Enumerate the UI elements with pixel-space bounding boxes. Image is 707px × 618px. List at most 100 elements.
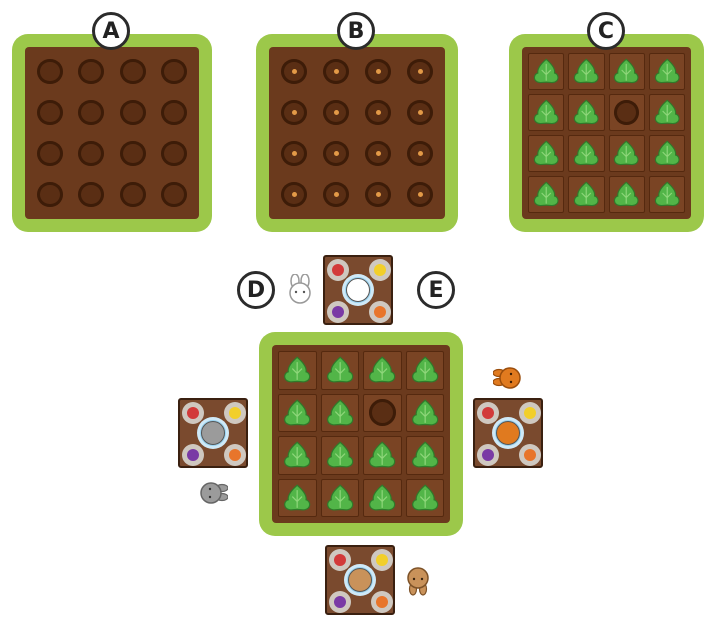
board-c-planted xyxy=(509,34,704,232)
lettuce-cell xyxy=(609,135,645,172)
hole-icon xyxy=(614,100,639,126)
seeded-hole-icon xyxy=(365,182,392,208)
card-slot xyxy=(224,402,246,424)
lettuce-icon xyxy=(324,439,356,471)
soil-cell xyxy=(31,53,69,90)
lettuce-icon xyxy=(652,97,682,128)
label-a: A xyxy=(92,12,130,50)
seeded-hole-icon xyxy=(281,59,308,85)
card-slot xyxy=(477,444,499,466)
lettuce-icon xyxy=(571,97,601,128)
hole-icon xyxy=(369,399,396,426)
lettuce-icon xyxy=(366,439,398,471)
hole-icon xyxy=(120,182,146,208)
board-a-empty xyxy=(12,34,212,232)
seeded-hole-icon xyxy=(365,100,392,126)
carrot-icon xyxy=(524,449,536,461)
seeded-hole-icon xyxy=(323,100,350,126)
lettuce-cell xyxy=(609,176,645,213)
lettuce-cell xyxy=(649,94,685,131)
lettuce-cell xyxy=(528,94,564,131)
lettuce-icon xyxy=(531,179,561,210)
radish-icon xyxy=(332,264,344,276)
lettuce-icon xyxy=(409,439,441,471)
main-game-board xyxy=(259,332,463,536)
gray-rabbit-icon xyxy=(201,421,225,445)
soil-cell xyxy=(317,94,355,131)
lettuce-cell xyxy=(321,394,360,433)
hole-icon xyxy=(161,141,187,167)
card-slot xyxy=(369,301,391,323)
white-rabbit-icon xyxy=(346,278,370,302)
player-card-white xyxy=(323,255,393,325)
seeded-hole-icon xyxy=(365,141,392,167)
label-b: B xyxy=(337,12,375,50)
hole-icon xyxy=(120,141,146,167)
soil-cell xyxy=(359,176,397,213)
tan-rabbit-icon xyxy=(348,568,372,592)
empty-hole-cell xyxy=(609,94,645,131)
lettuce-cell xyxy=(321,436,360,475)
lettuce-cell xyxy=(321,479,360,518)
seeded-hole-icon xyxy=(281,100,308,126)
hole-icon xyxy=(120,59,146,85)
card-slot xyxy=(371,549,393,571)
label-e: E xyxy=(417,271,455,309)
eggplant-icon xyxy=(482,449,494,461)
carrot-icon xyxy=(229,449,241,461)
soil-cell xyxy=(73,94,111,131)
seeded-hole-icon xyxy=(323,141,350,167)
lettuce-icon xyxy=(571,56,601,87)
card-slot xyxy=(477,402,499,424)
card-slot xyxy=(329,591,351,613)
lettuce-cell xyxy=(528,53,564,90)
lettuce-icon xyxy=(611,138,641,169)
lettuce-icon xyxy=(652,179,682,210)
soil-cell xyxy=(31,176,69,213)
seeded-hole-icon xyxy=(407,141,434,167)
soil-cell xyxy=(114,135,152,172)
label-c: C xyxy=(587,12,625,50)
lettuce-cell xyxy=(363,479,402,518)
eggplant-icon xyxy=(332,306,344,318)
lettuce-icon xyxy=(571,179,601,210)
eggplant-icon xyxy=(334,596,346,608)
soil-cell xyxy=(317,53,355,90)
card-slot xyxy=(371,591,393,613)
board-b-seeded xyxy=(256,34,458,232)
hole-icon xyxy=(78,182,104,208)
player-card-tan xyxy=(325,545,395,615)
card-slot xyxy=(182,444,204,466)
empty-hole-cell xyxy=(363,394,402,433)
soil-cell xyxy=(114,94,152,131)
gray-rabbit-icon xyxy=(198,478,228,508)
lettuce-cell xyxy=(406,479,445,518)
card-slot xyxy=(329,549,351,571)
lettuce-cell xyxy=(321,351,360,390)
player-card-orange xyxy=(473,398,543,468)
card-center xyxy=(345,277,371,303)
lettuce-cell xyxy=(568,94,604,131)
lettuce-icon xyxy=(281,482,313,514)
card-slot xyxy=(519,444,541,466)
soil-cell xyxy=(31,94,69,131)
soil-grid xyxy=(272,345,450,523)
lettuce-icon xyxy=(409,482,441,514)
soil-cell xyxy=(359,135,397,172)
card-slot xyxy=(224,444,246,466)
lettuce-icon xyxy=(531,138,561,169)
soil-cell xyxy=(73,53,111,90)
seeded-hole-icon xyxy=(323,182,350,208)
carrot-icon xyxy=(374,306,386,318)
lettuce-cell xyxy=(363,436,402,475)
hole-icon xyxy=(37,59,63,85)
soil-grid xyxy=(25,47,199,219)
white-rabbit-icon xyxy=(285,274,315,304)
lettuce-icon xyxy=(281,397,313,429)
seeded-hole-icon xyxy=(281,141,308,167)
lettuce-cell xyxy=(568,176,604,213)
lettuce-icon xyxy=(366,482,398,514)
soil-cell xyxy=(401,176,439,213)
soil-grid xyxy=(269,47,445,219)
soil-cell xyxy=(401,53,439,90)
